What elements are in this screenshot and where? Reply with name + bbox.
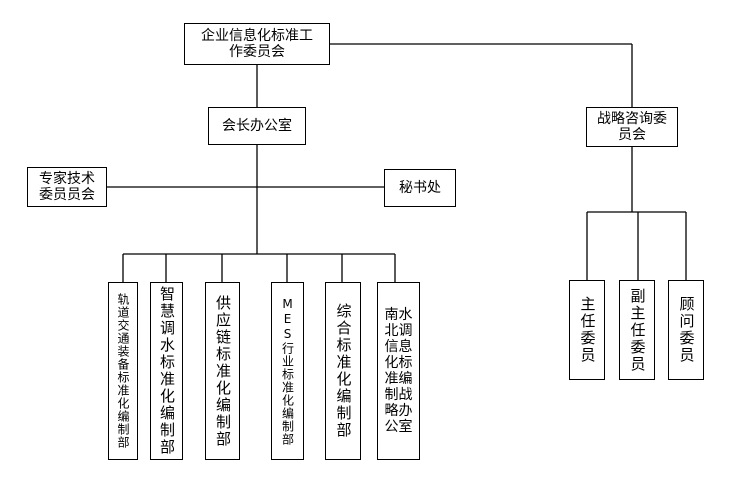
role-director: 主任委员 bbox=[569, 280, 605, 380]
dept-supply: 供应链标准化编制部 bbox=[205, 282, 240, 460]
dept-water: 智慧调水标准化编制部 bbox=[150, 282, 183, 460]
role-deputy-director-label: 副主任委员 bbox=[628, 287, 647, 373]
dept-water-label: 智慧调水标准化编制部 bbox=[158, 286, 176, 456]
role-director-label: 主任委员 bbox=[578, 296, 597, 364]
dept-mes-label: MES行业标准化编制部 bbox=[280, 296, 295, 446]
strategy-committee-label: 战略咨询委 员会 bbox=[597, 111, 667, 143]
dept-south-north: 南水 北调 信息 化标 准编 制战 略办 公室 bbox=[377, 282, 420, 460]
expert-committee-node: 专家技术 委员员会 bbox=[27, 167, 107, 207]
secretariat-node: 秘书处 bbox=[384, 169, 456, 207]
dept-general-label: 综合标准化编制部 bbox=[334, 303, 353, 439]
president-office-label: 会长办公室 bbox=[222, 117, 292, 134]
dept-general: 综合标准化编制部 bbox=[325, 282, 361, 460]
expert-committee-label: 专家技术 委员员会 bbox=[39, 171, 95, 203]
president-office-node: 会长办公室 bbox=[208, 107, 306, 145]
secretariat-label: 秘书处 bbox=[399, 179, 441, 196]
dept-south-north-label: 南水 北调 信息 化标 准编 制战 略办 公室 bbox=[384, 307, 413, 435]
role-deputy-director: 副主任委员 bbox=[619, 280, 655, 380]
committee-node: 企业信息化标准工 作委员会 bbox=[184, 23, 330, 65]
dept-supply-label: 供应链标准化编制部 bbox=[214, 294, 232, 448]
role-advisor: 顾问委员 bbox=[668, 280, 704, 380]
committee-label: 企业信息化标准工 作委员会 bbox=[201, 28, 313, 60]
dept-rail: 轨道交通装备标准化编制部 bbox=[108, 282, 138, 460]
dept-mes: MES行业标准化编制部 bbox=[271, 282, 304, 460]
role-advisor-label: 顾问委员 bbox=[677, 296, 696, 364]
strategy-committee-node: 战略咨询委 员会 bbox=[586, 107, 678, 147]
dept-rail-label: 轨道交通装备标准化编制部 bbox=[116, 293, 130, 449]
